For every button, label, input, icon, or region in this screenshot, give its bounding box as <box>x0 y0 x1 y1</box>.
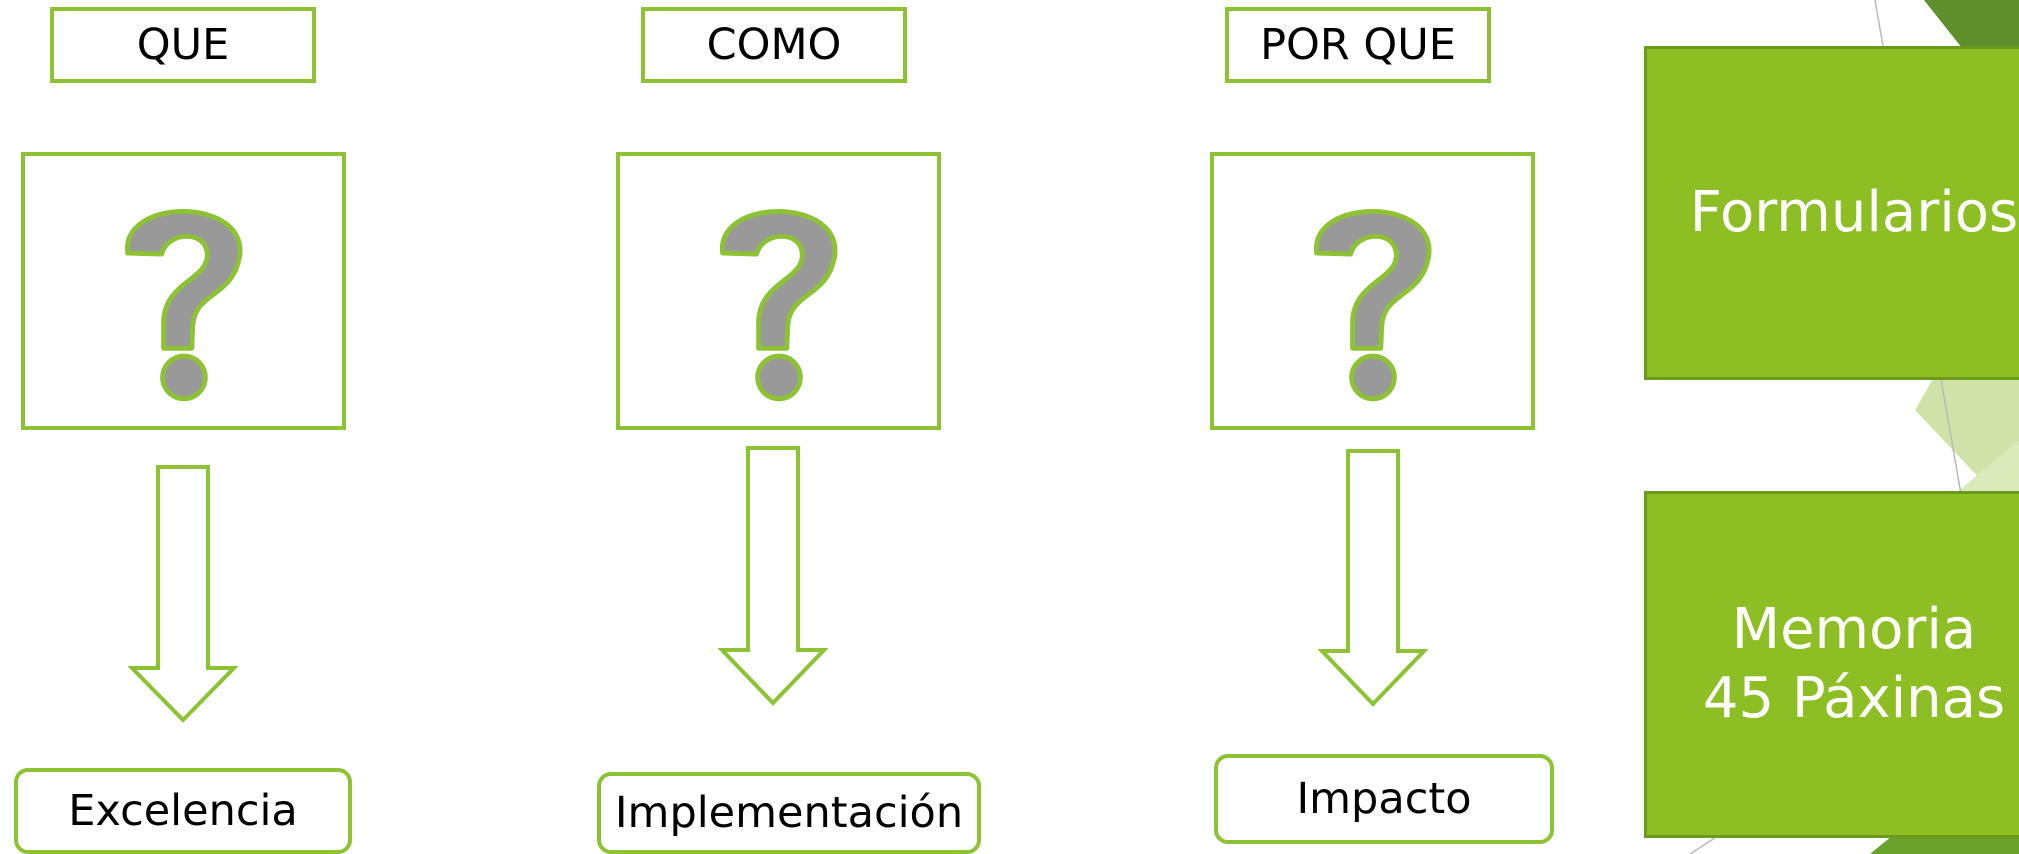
question-mark-icon <box>1314 209 1432 402</box>
heading-como: COMO <box>641 7 907 83</box>
result-impacto-text: Impacto <box>1296 774 1472 824</box>
heading-como-text: COMO <box>706 20 842 70</box>
question-mark-icon <box>720 209 838 402</box>
result-implementacion-text: Implementación <box>614 788 964 838</box>
result-impacto: Impacto <box>1214 754 1554 844</box>
result-excelencia-text: Excelencia <box>68 786 298 836</box>
heading-que: QUE <box>50 7 316 83</box>
formularios-text: Formularios <box>1689 179 2019 245</box>
heading-por-que-text: POR QUE <box>1260 20 1456 70</box>
question-box-que <box>21 152 346 430</box>
question-box-por-que <box>1210 152 1535 430</box>
memoria-box: Memoria 45 Páxinas <box>1644 491 2019 838</box>
memoria-title: Memoria <box>1731 597 1977 663</box>
memoria-pages: 45 Páxinas <box>1702 665 2006 731</box>
result-excelencia: Excelencia <box>14 768 352 854</box>
heading-que-text: QUE <box>136 20 230 70</box>
question-mark-icon <box>125 209 243 402</box>
down-arrow-icon <box>128 465 238 723</box>
formularios-box: Formularios <box>1644 46 2019 380</box>
heading-por-que: POR QUE <box>1225 7 1491 83</box>
result-implementacion: Implementación <box>597 772 981 854</box>
down-arrow-icon <box>1318 449 1428 707</box>
question-box-como <box>616 152 941 430</box>
down-arrow-icon <box>718 446 828 706</box>
